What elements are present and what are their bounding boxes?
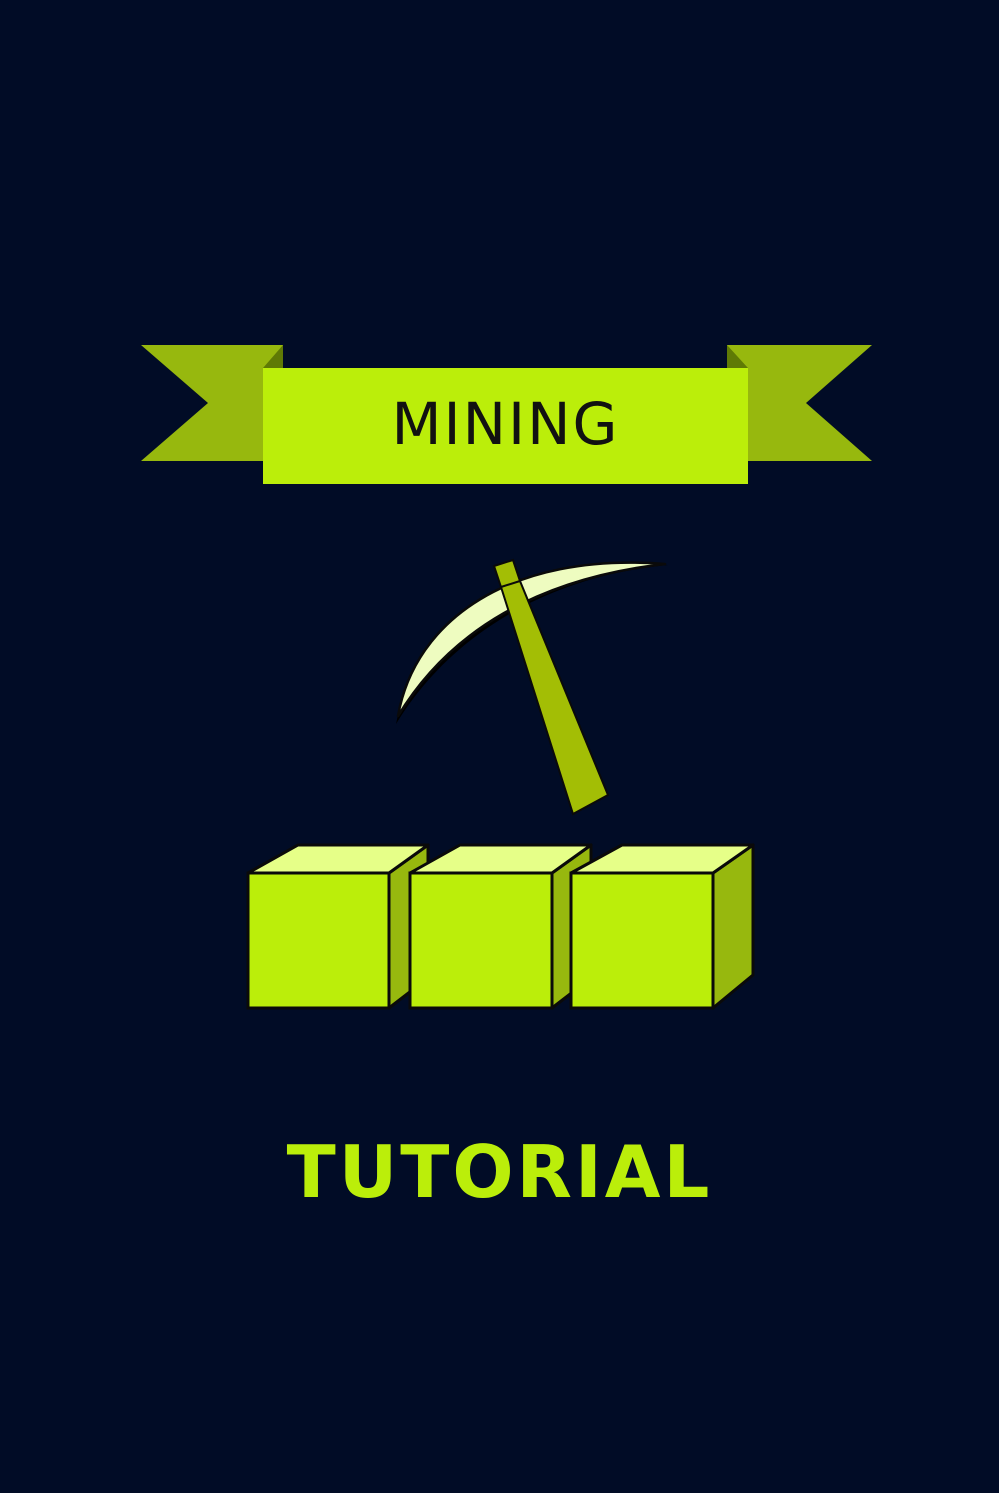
ribbon-right-fold: [727, 345, 748, 368]
block-front: [569, 871, 715, 1010]
ribbon-right-tail: [727, 345, 872, 461]
tutorial-title: TUTORIAL: [286, 1130, 713, 1214]
block-front: [408, 871, 554, 1010]
blocks-row: [246, 843, 755, 1010]
block-icon: [246, 843, 430, 1010]
block-front: [246, 871, 391, 1010]
pickaxe-handle: [492, 558, 610, 816]
pickaxe-collar: [500, 580, 521, 588]
ribbon-left-tail: [141, 345, 283, 461]
block-icon: [408, 843, 593, 1010]
banner-title: MINING: [391, 390, 620, 458]
ribbon-main: [263, 368, 748, 484]
pickaxe-head: [396, 561, 667, 718]
ribbon-left-fold: [263, 345, 283, 368]
pickaxe-icon: [396, 558, 668, 816]
ribbon-banner: [141, 345, 872, 484]
block-icon: [569, 843, 755, 1010]
